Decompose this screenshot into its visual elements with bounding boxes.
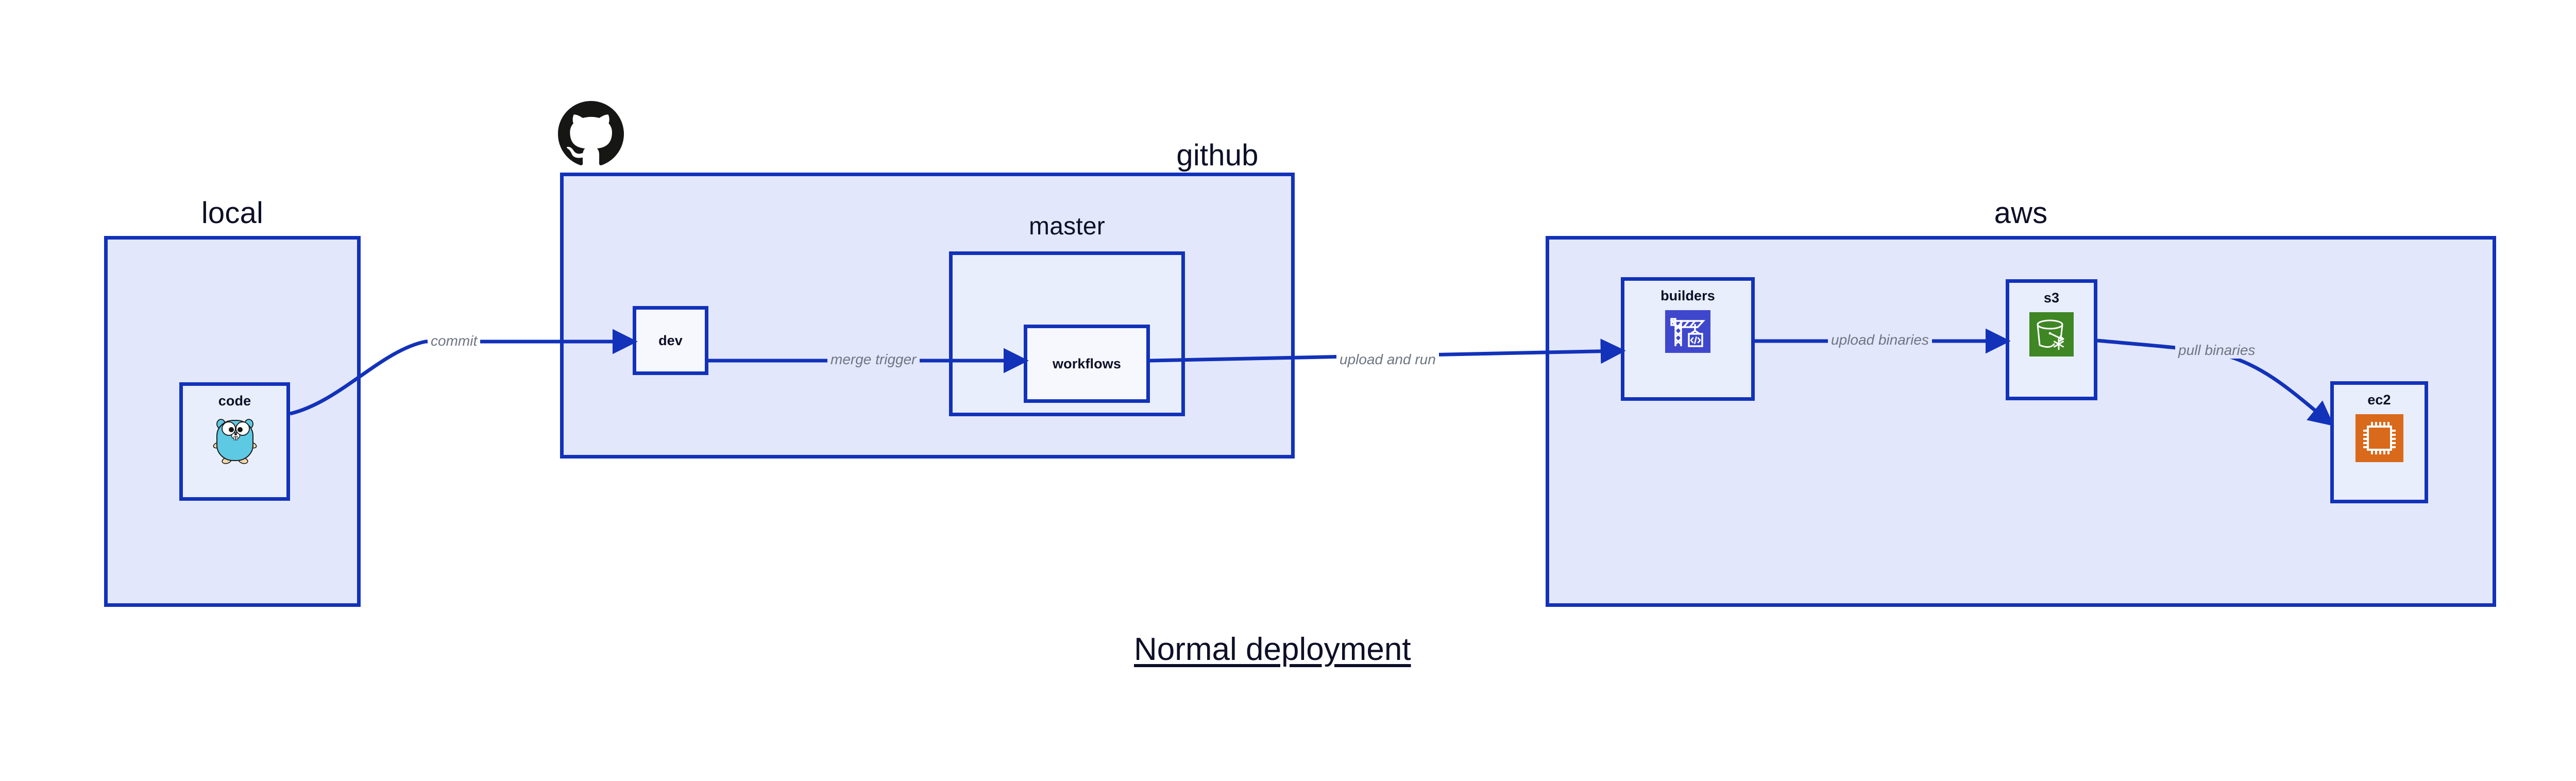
- edge-label-commit: commit: [428, 333, 481, 349]
- aws-ec2-icon: [2355, 414, 2403, 465]
- github-logo-icon: [558, 101, 624, 167]
- node-label-builders: builders: [1660, 288, 1715, 303]
- node-label-s3: s3: [2043, 290, 2060, 305]
- edge-label-upload-and-run: upload and run: [1336, 351, 1439, 368]
- node-label-dev: dev: [658, 332, 683, 348]
- node-code[interactable]: code: [179, 382, 290, 501]
- edge-label-upload-binaries: upload binaries: [1828, 332, 1932, 348]
- group-label-github: github: [1176, 139, 1259, 172]
- aws-codebuild-icon: [1665, 310, 1710, 355]
- group-label-master: master: [1029, 213, 1105, 240]
- edge-label-pull-binaries: pull binaries: [2175, 342, 2259, 359]
- node-label-code: code: [218, 393, 251, 409]
- diagram-caption: Normal deployment: [1134, 632, 1411, 667]
- go-gopher-icon: [212, 415, 258, 467]
- group-label-aws: aws: [1994, 196, 2048, 230]
- aws-s3-glacier-icon: [2029, 312, 2074, 359]
- edge-label-merge-trigger: merge trigger: [827, 351, 920, 368]
- node-builders[interactable]: builders: [1621, 277, 1755, 401]
- node-ec2[interactable]: ec2: [2330, 381, 2428, 503]
- node-workflows[interactable]: workflows: [1024, 325, 1150, 403]
- group-label-local: local: [201, 196, 264, 230]
- node-label-ec2: ec2: [2367, 392, 2391, 408]
- node-s3[interactable]: s3: [2006, 279, 2097, 400]
- node-label-workflows: workflows: [1053, 355, 1121, 371]
- node-dev[interactable]: dev: [633, 306, 708, 375]
